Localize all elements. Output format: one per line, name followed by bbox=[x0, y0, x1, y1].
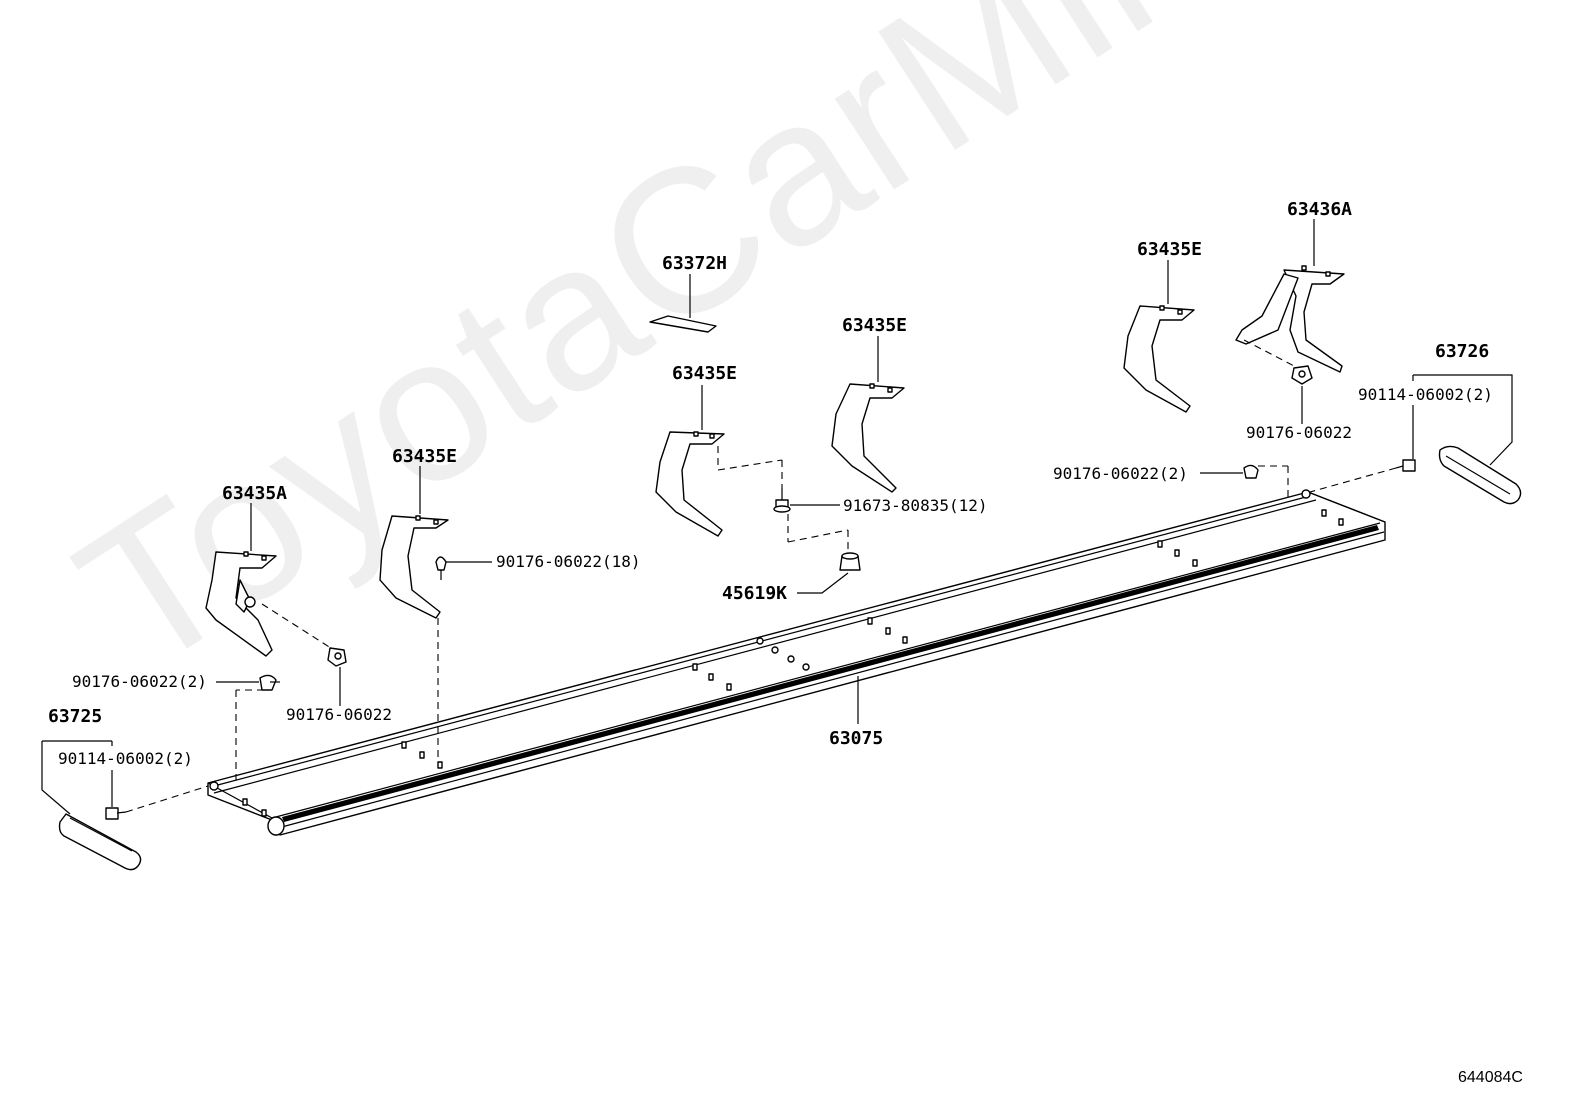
pad-63372H[interactable] bbox=[649, 315, 717, 333]
clip-90176-06022-left[interactable] bbox=[327, 647, 347, 667]
label-91673-80835: 91673-80835(12) bbox=[843, 496, 988, 515]
clip-90176-06022-right[interactable] bbox=[1291, 365, 1313, 385]
label-63372H: 63372H bbox=[662, 253, 727, 274]
label-63436A: 63436A bbox=[1287, 199, 1352, 220]
screw-90114-left[interactable] bbox=[105, 807, 127, 820]
running-board-63075[interactable] bbox=[207, 489, 1386, 836]
label-90176-06022-18: 90176-06022(18) bbox=[496, 552, 641, 571]
diagram-code: 644084C bbox=[1458, 1069, 1523, 1086]
label-63435E-3: 63435E bbox=[842, 315, 907, 336]
label-90114-right: 90114-06002(2) bbox=[1358, 385, 1493, 404]
bracket-63435E-4[interactable] bbox=[1123, 305, 1195, 413]
bracket-63436A[interactable] bbox=[1235, 265, 1345, 373]
label-90176-06022-left-2: 90176-06022(2) bbox=[72, 672, 207, 691]
nut-45619K[interactable] bbox=[839, 552, 861, 571]
bracket-63435E-2[interactable] bbox=[655, 431, 725, 537]
clip-90176-06022-right-2[interactable] bbox=[1243, 464, 1259, 479]
label-63435E-4: 63435E bbox=[1137, 239, 1202, 260]
end-cap-63725[interactable] bbox=[58, 813, 142, 871]
label-63435E-1: 63435E bbox=[392, 446, 457, 467]
screw-90114-right[interactable] bbox=[1395, 459, 1416, 472]
bracket-63435E-3[interactable] bbox=[831, 383, 905, 493]
label-63725: 63725 bbox=[48, 706, 102, 727]
end-cap-63726[interactable] bbox=[1438, 445, 1522, 505]
label-63435A: 63435A bbox=[222, 483, 287, 504]
clip-90176-06022-18[interactable] bbox=[435, 556, 447, 580]
bracket-63435A[interactable] bbox=[205, 551, 277, 657]
label-90176-06022-right-2: 90176-06022(2) bbox=[1053, 464, 1188, 483]
bracket-63435E-1[interactable] bbox=[379, 515, 449, 619]
label-63435E-2: 63435E bbox=[672, 363, 737, 384]
bolt-91673-80835[interactable] bbox=[773, 488, 791, 513]
label-63726: 63726 bbox=[1435, 341, 1489, 362]
label-90114-left: 90114-06002(2) bbox=[58, 749, 193, 768]
clip-90176-06022-left-2[interactable] bbox=[259, 674, 280, 691]
label-63075: 63075 bbox=[829, 728, 883, 749]
label-90176-06022-right: 90176-06022 bbox=[1246, 423, 1352, 442]
label-90176-06022-left: 90176-06022 bbox=[286, 705, 392, 724]
label-45619K: 45619K bbox=[722, 583, 787, 604]
